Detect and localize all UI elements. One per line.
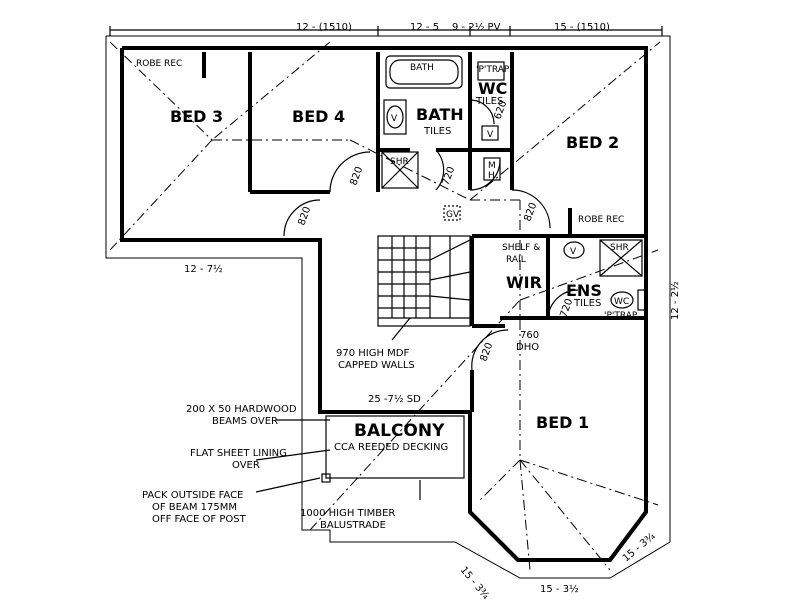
room-ens: ENS (566, 281, 602, 300)
ptrap-top: 'P'TRAP (476, 65, 510, 75)
room-bed1: BED 1 (536, 413, 589, 432)
room-wc: WC (478, 79, 507, 98)
bath-shower (381, 151, 419, 189)
room-bed2: BED 2 (566, 133, 619, 152)
note-pack-1: PACK OUTSIDE FACE (142, 490, 243, 501)
bath-tiles: TILES (423, 126, 451, 137)
dim-top-right: 15 - (1510) (554, 22, 610, 33)
wc-ens-label: WC (614, 297, 629, 307)
dim-balcony: 25 -7½ SD (368, 393, 421, 405)
room-bath: BATH (416, 105, 464, 124)
note-mdf-1: 970 HIGH MDF (336, 348, 410, 359)
shr-ens: SHR (610, 243, 629, 253)
shelf-rail-2: RAIL (506, 255, 526, 265)
door-swings (283, 99, 579, 371)
room-bed3: BED 3 (170, 107, 223, 126)
note-balustrade-2: BALUSTRADE (320, 520, 386, 531)
note-balustrade-1: 1000 HIGH TIMBER (300, 508, 395, 519)
bay-window (468, 500, 648, 562)
dim-top-mid: 12 - 5 (410, 22, 439, 33)
bath-tub (385, 55, 463, 89)
bath-basin (383, 99, 407, 135)
note-pack-2: OF BEAM 175MM (152, 502, 237, 513)
wc-tiles: TILES (475, 96, 503, 107)
note-beams-1: 200 X 50 HARDWOOD (186, 404, 297, 415)
door-820-bed4: 820 (348, 165, 365, 187)
shelf-rail-1: SHELF & (502, 243, 540, 253)
room-balcony: BALCONY (354, 421, 445, 441)
robe-rec-bed2: ROBE REC (578, 215, 624, 225)
door-760: 760 (520, 330, 539, 341)
bath-tub-label: BATH (410, 63, 434, 73)
v-small: V (487, 130, 494, 140)
balcony-decking: CCA REEDED DECKING (334, 442, 448, 453)
mh-label-h: H (488, 171, 495, 181)
ens-tiles: TILES (573, 298, 601, 309)
shr-bath: SHR (390, 157, 409, 167)
room-bed4: BED 4 (292, 107, 345, 126)
door-820-bed2: 820 (522, 201, 539, 223)
dim-bay-bottom: 15 - 3½ (540, 583, 579, 595)
v-ens: V (570, 247, 577, 257)
door-720-ens: 720 (558, 297, 575, 319)
dim-left-bottom: 12 - 7½ (184, 263, 223, 275)
note-mdf-2: CAPPED WALLS (338, 360, 415, 371)
v-basin: V (391, 114, 398, 124)
ptrap-ens: 'P'TRAP (604, 311, 638, 321)
ens-basin (563, 241, 585, 259)
note-flat-1: FLAT SHEET LINING (190, 448, 287, 459)
note-pack-3: OFF FACE OF POST (152, 514, 247, 525)
dim-bay-left: 15 - 3¾ (458, 565, 492, 600)
eave-outline (105, 35, 671, 579)
note-beams-2: BEAMS OVER (212, 416, 278, 427)
ens-shower (599, 239, 643, 277)
wc-pan (477, 61, 505, 81)
dim-top-pv: 9 - 2½ PV (452, 21, 501, 33)
leader-lines (255, 317, 421, 500)
dim-right-side: 12 - 2½ (669, 281, 681, 320)
top-dimension-line (109, 26, 663, 36)
room-wir: WIR (506, 273, 542, 292)
ens-wc (610, 291, 634, 309)
door-dho: DHO (516, 342, 539, 353)
note-flat-2: OVER (232, 460, 260, 471)
staircase (377, 235, 471, 327)
roof-hip-lines (109, 41, 661, 571)
gv-label: GV (446, 210, 460, 220)
door-820-bed1: 820 (478, 341, 495, 363)
dim-top-left: 12 - (1510) (296, 22, 352, 33)
mh-label: M (488, 161, 496, 171)
balcony-deck (325, 415, 465, 479)
interior-walls (202, 52, 646, 412)
robe-rec-bed3: ROBE REC (136, 59, 182, 69)
door-820-bed3: 820 (296, 205, 313, 227)
